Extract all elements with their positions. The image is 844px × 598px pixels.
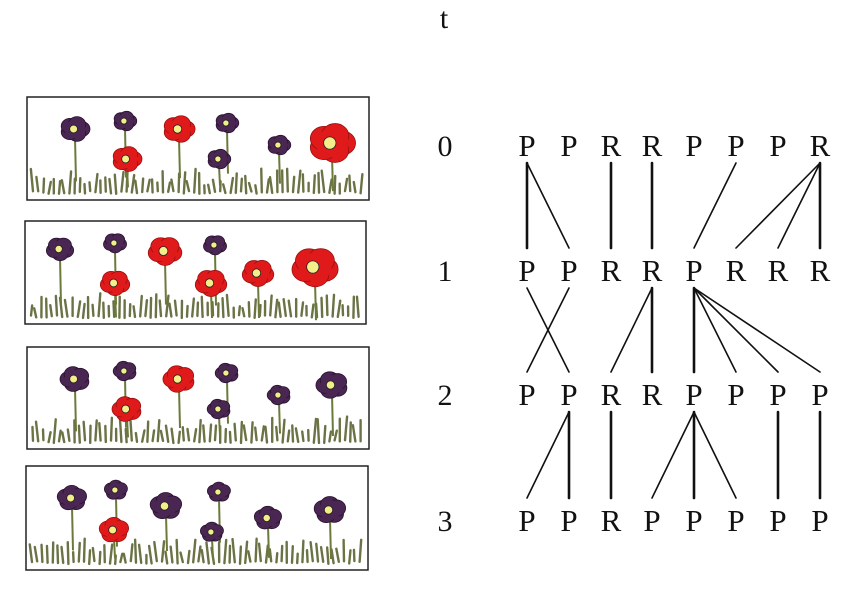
red-poppy-icon [162, 365, 195, 429]
flower-panel-2 [26, 346, 370, 450]
ancestry-link [526, 162, 570, 249]
flower-panels [24, 96, 370, 571]
red-poppy-icon [241, 260, 275, 319]
purple-type-letter: P [811, 377, 828, 412]
flower-panel-1 [24, 220, 367, 325]
purple-poppy-icon [103, 233, 127, 305]
purple-poppy-icon [315, 371, 348, 437]
links-gen-1-to-2 [526, 286, 821, 374]
purple-poppy-icon [149, 492, 183, 552]
purple-type-letter: P [727, 128, 744, 163]
red-type-letter: R [642, 253, 663, 288]
purple-type-letter: P [685, 377, 702, 412]
ancestry-link [693, 287, 821, 373]
time-step-label: 2 [438, 379, 453, 412]
purple-type-letter: P [685, 503, 702, 538]
purple-type-letter: P [560, 128, 577, 163]
grass [28, 537, 363, 566]
red-type-letter: R [726, 253, 747, 288]
purple-type-letter: P [727, 503, 744, 538]
purple-poppy-icon [206, 398, 231, 436]
genealogy-links [525, 161, 822, 500]
red-type-letter: R [601, 377, 622, 412]
red-poppy-icon [99, 270, 131, 318]
purple-type-letter: P [518, 253, 535, 288]
red-poppy-icon [291, 248, 339, 321]
purple-poppy-icon [59, 366, 90, 432]
red-type-letter: R [601, 503, 622, 538]
red-poppy-icon [112, 146, 143, 188]
purple-type-letter: P [518, 128, 535, 163]
grass [29, 292, 360, 320]
purple-poppy-icon [112, 360, 137, 428]
purple-poppy-icon [104, 479, 128, 547]
time-step-label: 1 [438, 255, 453, 288]
red-poppy-icon [163, 115, 196, 179]
red-type-letter: R [601, 253, 622, 288]
red-poppy-icon [98, 517, 129, 559]
purple-poppy-icon [215, 112, 240, 174]
purple-poppy-icon [200, 521, 224, 559]
links-gen-0-to-1 [525, 161, 822, 250]
red-poppy-icon [147, 237, 183, 305]
purple-poppy-icon [266, 384, 291, 434]
purple-poppy-icon [313, 496, 347, 560]
purple-type-letter: P [769, 377, 786, 412]
ancestry-link [693, 162, 737, 249]
purple-type-letter: P [769, 503, 786, 538]
grass [31, 415, 362, 445]
ancestry-link [693, 411, 737, 499]
purple-type-letter: P [685, 253, 702, 288]
ancestry-link [735, 162, 821, 249]
red-poppy-icon [111, 396, 142, 438]
ancestry-link [526, 287, 570, 373]
purple-type-letter: P [560, 377, 577, 412]
purple-type-letter: P [685, 128, 702, 163]
purple-poppy-icon [267, 134, 292, 184]
red-type-letter: R [768, 253, 789, 288]
red-type-letter: R [810, 128, 831, 163]
flower-panel-3 [25, 465, 369, 571]
purple-poppy-icon [207, 148, 232, 186]
purple-poppy-icon [56, 485, 87, 551]
time-step-label: 3 [438, 505, 453, 538]
red-type-letter: R [642, 128, 663, 163]
red-type-letter: R [810, 253, 831, 288]
purple-type-letter: P [727, 377, 744, 412]
ancestry-link [693, 287, 737, 373]
purple-type-letter: P [518, 377, 535, 412]
flower-panel-0 [26, 96, 370, 201]
time-axis-label: t [440, 2, 449, 35]
purple-type-letter: P [518, 503, 535, 538]
purple-poppy-icon [207, 481, 231, 543]
purple-poppy-icon [214, 362, 239, 424]
red-type-letter: R [642, 377, 663, 412]
purple-poppy-icon [60, 116, 91, 182]
ancestry-link [693, 287, 779, 373]
purple-type-letter: P [769, 128, 786, 163]
red-type-letter: R [601, 128, 622, 163]
ancestry-link [610, 287, 653, 373]
purple-type-letter: P [811, 503, 828, 538]
purple-poppy-icon [253, 505, 282, 558]
purple-poppy-icon [203, 235, 227, 306]
ancestry-link [526, 411, 570, 499]
red-poppy-icon [309, 123, 356, 192]
links-gen-2-to-3 [526, 410, 822, 500]
red-poppy-icon [194, 270, 228, 319]
ancestry-link [777, 162, 821, 249]
purple-type-letter: P [560, 503, 577, 538]
time-step-label: 0 [438, 130, 453, 163]
purple-type-letter: P [643, 503, 660, 538]
purple-poppy-icon [46, 237, 75, 305]
ancestry-link [651, 411, 695, 499]
purple-type-letter: P [560, 253, 577, 288]
